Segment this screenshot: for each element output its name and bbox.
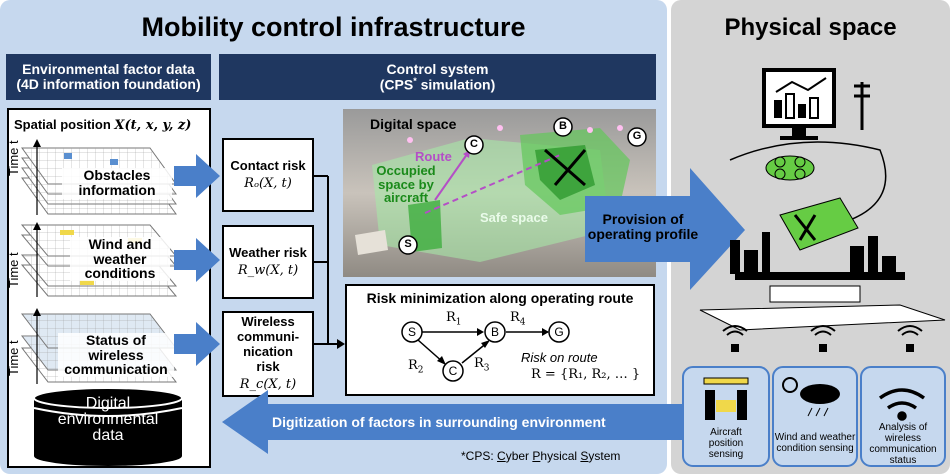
- wireless-risk-line3: nication: [243, 344, 293, 360]
- physical-space-panel: [671, 0, 950, 474]
- ds-node-b-label: B: [559, 120, 567, 132]
- occupied-space-label: Occupied space by aircraft: [368, 164, 444, 205]
- edge-r1-base: R: [446, 310, 456, 325]
- control-header-line2: (CPS* simulation): [219, 75, 656, 93]
- wireless-risk-line2: communi-: [236, 329, 300, 345]
- wireless-sensor-line1: Analysis of: [878, 422, 928, 433]
- wireless-layer-label: Status of wireless communication: [58, 332, 174, 378]
- provision-line1: Provision of: [602, 211, 684, 227]
- route-label: Route: [415, 149, 452, 164]
- risk-on-route-label: Risk on route: [521, 350, 598, 365]
- wireless-line2: wireless: [88, 346, 144, 363]
- weather-line1: Wind and: [88, 236, 152, 252]
- provision-line2: operating profile: [587, 226, 699, 243]
- edge-r3-sub: 3: [483, 363, 490, 374]
- graph-node-s-label: S: [407, 325, 416, 339]
- edge-r4-base: R: [510, 310, 520, 325]
- digitization-arrow-label: Digitization of factors in surrounding e…: [272, 414, 606, 430]
- ds-node-g-label: G: [632, 130, 642, 142]
- weather-risk-label: Weather risk: [229, 244, 307, 260]
- control-system-header: Control system (CPS* simulation): [219, 54, 656, 100]
- footnote-p: P: [532, 449, 541, 463]
- database-line1: Digital: [85, 395, 131, 412]
- env-header-line1: Environmental factor data: [22, 61, 195, 78]
- weather-line3: conditions: [84, 265, 156, 282]
- wireless-line3: communication: [64, 361, 168, 378]
- edge-r2-base: R: [408, 358, 418, 373]
- footnote-s: S: [580, 449, 589, 463]
- control-header-asterisk: *: [413, 75, 417, 86]
- graph-node-c-label: C: [448, 364, 458, 378]
- wireless-line1: Status of: [86, 332, 146, 348]
- aircraft-sensor-line1: Aircraft: [710, 427, 742, 438]
- wireless-sensor-line2: wireless: [884, 433, 922, 444]
- database-label: Digital environmental data: [40, 396, 176, 444]
- time-label-2: Time t: [6, 252, 21, 288]
- physical-title: Physical space: [724, 14, 897, 41]
- footnote-hysical: hysical: [540, 449, 581, 463]
- env-header-line2: (4D information foundation): [16, 76, 201, 92]
- database-line3: data: [92, 427, 124, 444]
- edge-label-r1: R1: [446, 310, 462, 328]
- env-factor-header: Environmental factor data (4D informatio…: [6, 54, 211, 100]
- wireless-risk-line1: Wireless: [241, 314, 295, 330]
- wireless-sensor-label: Analysis of wireless communication statu…: [862, 422, 944, 466]
- risk-minimization-title: Risk minimization along operating route: [366, 290, 634, 306]
- digital-space-title: Digital space: [370, 116, 457, 132]
- ds-node-c-label: C: [470, 138, 478, 150]
- edge-r3-base: R: [474, 356, 484, 371]
- occupied-line1: Occupied: [376, 163, 436, 178]
- aircraft-sensor-line2: position: [708, 438, 744, 449]
- wireless-sensor-line4: status: [889, 455, 917, 466]
- footnote: *CPS: Cyber Physical System: [461, 449, 620, 463]
- wireless-risk-card: Wireless communi- nication risk R_c(X, t…: [222, 311, 314, 397]
- weather-line2: weather: [93, 250, 147, 267]
- obstacles-line2: information: [78, 182, 156, 199]
- wireless-sensor-line3: communication: [869, 444, 937, 455]
- aircraft-sensor-label: Aircraft position sensing: [684, 427, 768, 460]
- weather-sensor-line2: condition sensing: [776, 443, 854, 454]
- contact-risk-label: Contact risk: [230, 157, 306, 173]
- spatial-position-label: Spatial position X(t, x, y, z): [14, 117, 191, 133]
- footnote-ystem: ystem: [588, 449, 621, 463]
- edge-label-r4: R4: [510, 310, 526, 328]
- graph-node-g-label: G: [554, 325, 564, 339]
- graph-node-b-label: B: [490, 325, 499, 339]
- control-header-line2a: (CPS: [379, 76, 414, 93]
- database-line2: environmental: [57, 411, 159, 428]
- weather-risk-formula: R_w(X, t): [237, 262, 299, 278]
- edge-label-r2: R2: [408, 358, 424, 376]
- obstacles-layer-label: Obstacles information: [62, 167, 172, 199]
- edge-label-r3: R3: [474, 356, 490, 374]
- occupied-line3: aircraft: [383, 190, 429, 206]
- spatial-position-formula: X(t, x, y, z): [114, 118, 192, 133]
- footnote-c: C: [497, 449, 506, 463]
- edge-r1-sub: 1: [455, 317, 462, 328]
- edge-r4-sub: 4: [519, 317, 526, 328]
- footnote-yber: yber: [505, 449, 533, 463]
- contact-risk-card: Contact risk Rₒ(X, t): [222, 138, 314, 212]
- weather-layer-label: Wind and weather conditions: [70, 236, 170, 282]
- weather-sensor-label: Wind and weather condition sensing: [774, 432, 856, 454]
- safe-space-label: Safe space: [480, 210, 548, 225]
- control-header-line2b: simulation): [416, 76, 496, 93]
- provision-arrow-label: Provision of operating profile: [586, 211, 700, 243]
- edge-r2-sub: 2: [417, 365, 424, 376]
- risk-set-formula: R = {R₁, R₂, … }: [531, 367, 641, 382]
- wireless-risk-line4: risk: [256, 358, 280, 374]
- time-label-3: Time t: [6, 340, 21, 376]
- ds-node-s-label: S: [404, 238, 412, 250]
- wireless-risk-formula: R_c(X, t): [239, 376, 297, 392]
- obstacles-line1: Obstacles: [83, 167, 151, 183]
- mobility-title: Mobility control infrastructure: [141, 12, 526, 42]
- spatial-position-prefix: Spatial position: [14, 117, 111, 132]
- footnote-prefix: *CPS:: [461, 449, 498, 463]
- control-header-line1: Control system: [386, 60, 489, 77]
- weather-sensor-line1: Wind and weather: [774, 432, 856, 443]
- weather-risk-card: Weather risk R_w(X, t): [222, 225, 314, 299]
- aircraft-sensor-line3: sensing: [708, 449, 744, 460]
- occupied-line2: space by: [378, 176, 434, 192]
- contact-risk-formula: Rₒ(X, t): [244, 175, 292, 191]
- time-label-1: Time t: [6, 140, 21, 176]
